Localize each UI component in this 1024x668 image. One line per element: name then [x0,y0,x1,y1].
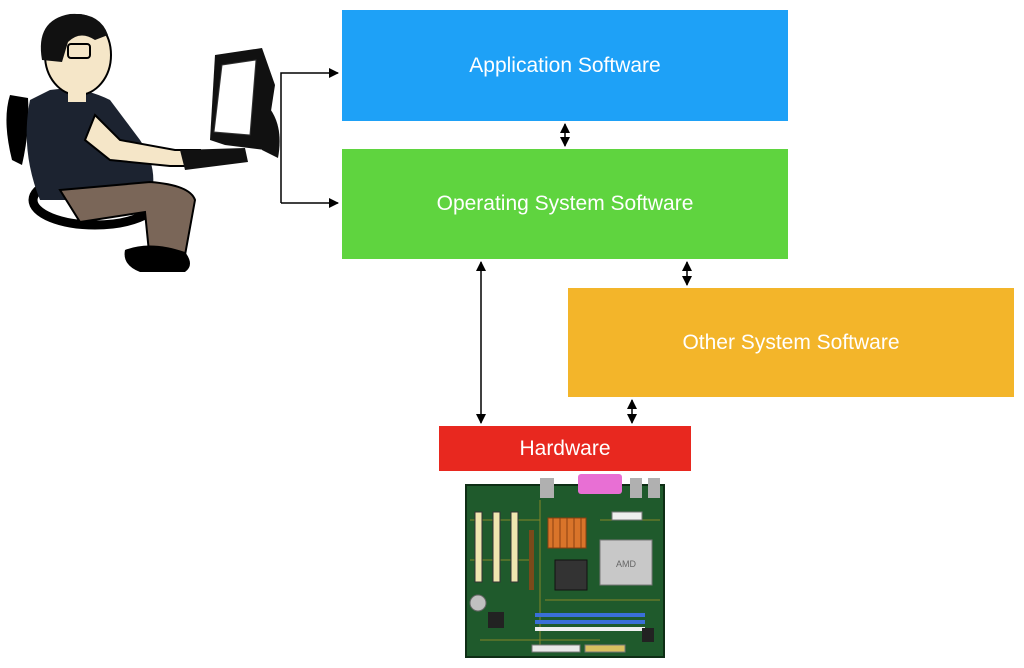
hardware-label: Hardware [519,436,611,460]
io-port-3-icon [648,478,660,498]
memory-slot-2-icon [535,620,645,624]
glasses-icon [67,43,91,59]
application-software-box: Application Software [342,10,788,121]
legs-icon [58,180,197,264]
memory-slot-1-icon [535,613,645,617]
neck-icon [68,88,86,102]
other-system-software-label: Other System Software [682,330,900,354]
shoe-icon [124,245,190,272]
hardware-box: Hardware [439,426,691,471]
heatsink-fins-icon [552,518,582,548]
application-software-label: Application Software [469,53,661,77]
cpu-socket-icon [599,539,653,586]
keyboard-icon [180,148,248,170]
agp-slot-icon [529,530,534,590]
pci-slot-1-icon [474,511,483,583]
monitor-screen-icon [213,59,257,136]
operating-system-software-label: Operating System Software [436,192,694,215]
pci-slot-3-icon [510,511,519,583]
chip-small-icon [642,628,654,642]
memory-slot-3-icon [535,627,645,631]
io-port-2-icon [630,478,642,498]
chipset-icon [554,559,588,591]
io-port-icon [540,478,554,498]
pci-slot-2-icon [492,511,501,583]
chair-back-icon [6,95,29,165]
hair-icon [40,13,109,62]
cmos-battery-icon [469,594,487,612]
chip-small-2-icon [488,612,504,628]
sata-port-icon [611,511,643,521]
ide-connector-2-icon [584,644,626,653]
user-to-app-connector [280,68,339,203]
monitor-stand-icon [262,100,280,158]
parallel-port-icon [578,474,622,494]
ide-connector-icon [531,644,581,653]
operating-system-software-box: Operating System Software [342,149,788,259]
other-system-software-box: Other System Software [568,288,1014,397]
cpu-brand-label: AMD [616,559,637,569]
